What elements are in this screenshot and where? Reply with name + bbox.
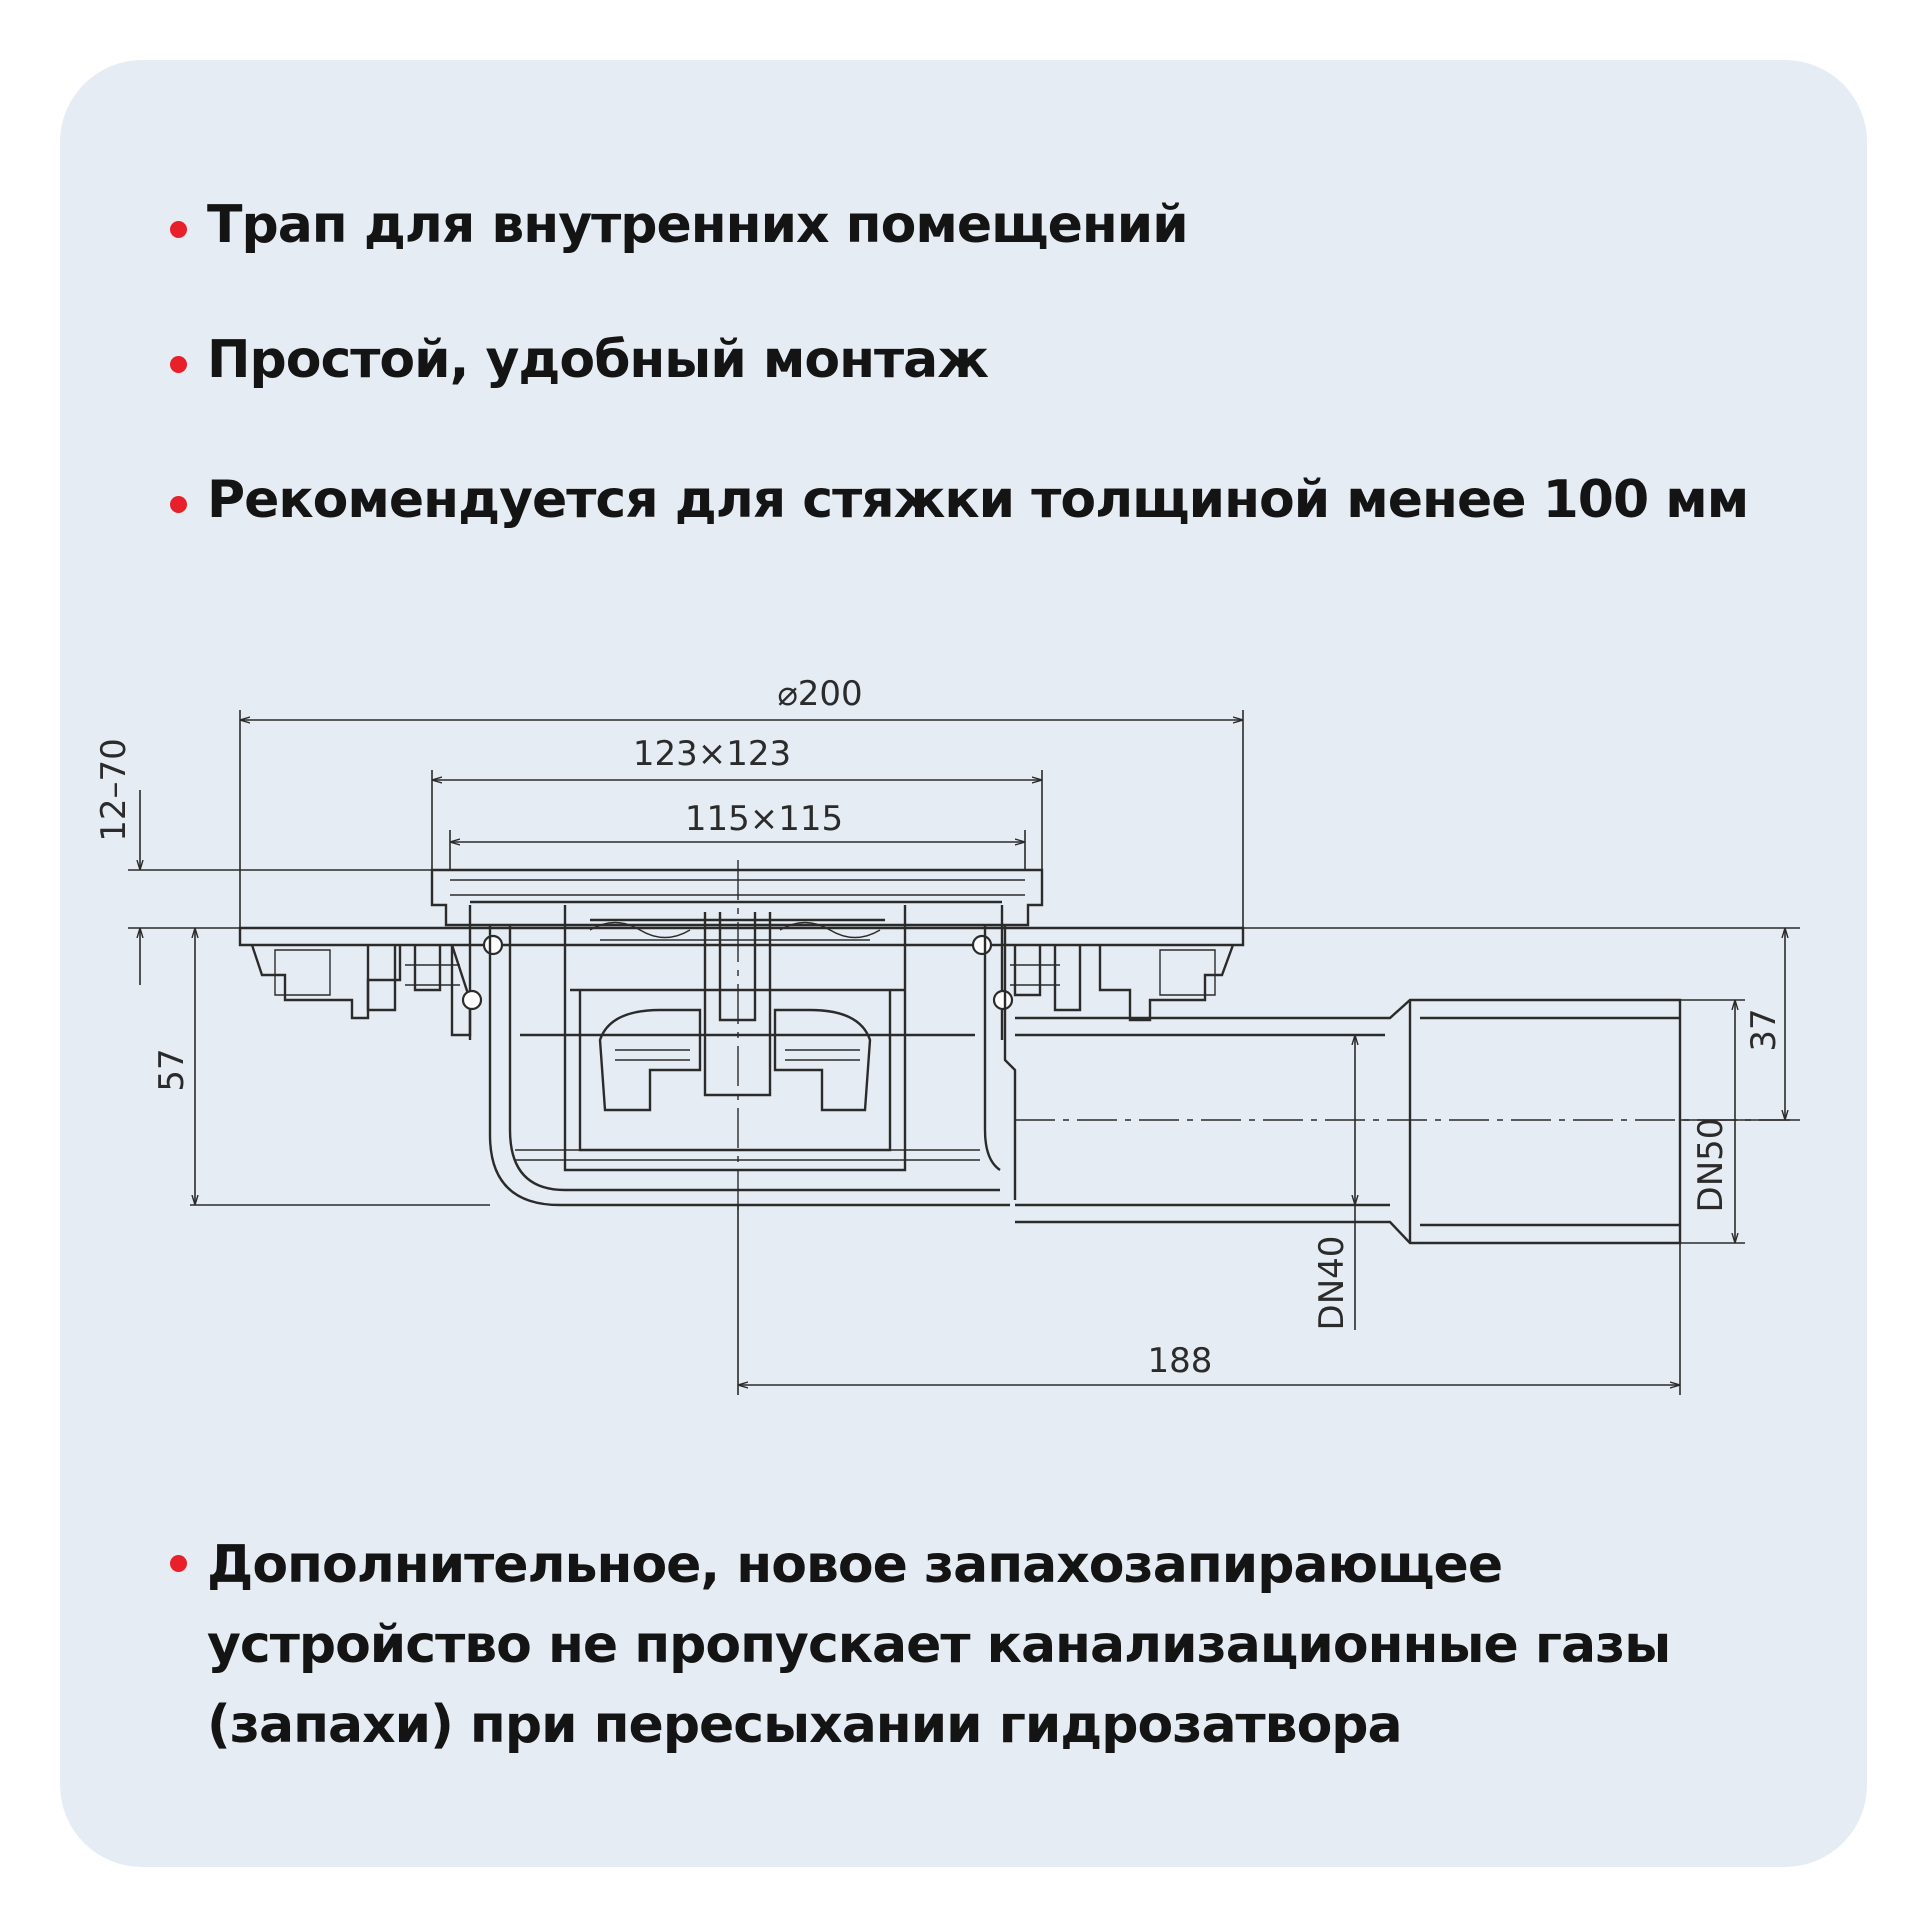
background-card xyxy=(60,60,1867,1867)
bullet-dot xyxy=(170,356,187,373)
drain-body xyxy=(238,868,1790,1245)
bullet-dot xyxy=(170,496,187,513)
dim-dn50: DN50 xyxy=(1691,1118,1731,1213)
bullet-dot xyxy=(170,1555,187,1572)
feature-4-line-2: устройство не пропускает канализационные… xyxy=(207,1615,1671,1675)
dim-body-height: 57 xyxy=(152,1048,192,1091)
feature-2: Простой, удобный монтаж xyxy=(170,330,989,390)
dim-diameter: ⌀200 xyxy=(777,674,862,714)
feature-2-text: Простой, удобный монтаж xyxy=(207,330,989,390)
feature-4-line-1: Дополнительное, новое запахозапирающее xyxy=(207,1535,1503,1595)
feature-3-text: Рекомендуется для стяжки толщиной менее … xyxy=(207,470,1749,530)
feature-4-line-3: (запахи) при пересыхании гидрозатвора xyxy=(207,1695,1403,1755)
dimension-lines xyxy=(128,710,1800,1395)
dim-outlet-length: 188 xyxy=(1148,1341,1213,1381)
feature-1-text: Трап для внутренних помещений xyxy=(207,195,1189,255)
dim-frame: 123×123 xyxy=(633,734,791,774)
bullet-dot xyxy=(170,221,187,238)
feature-1: Трап для внутренних помещений xyxy=(170,195,1189,255)
dim-outlet-height: 37 xyxy=(1744,1008,1784,1051)
dim-height-adjust: 12–70 xyxy=(94,738,134,842)
dim-dn40: DN40 xyxy=(1312,1236,1352,1331)
feature-4: Дополнительное, новое запахозапирающее у… xyxy=(170,1525,1671,1765)
feature-3: Рекомендуется для стяжки толщиной менее … xyxy=(170,470,1749,530)
dim-grate: 115×115 xyxy=(685,799,843,839)
